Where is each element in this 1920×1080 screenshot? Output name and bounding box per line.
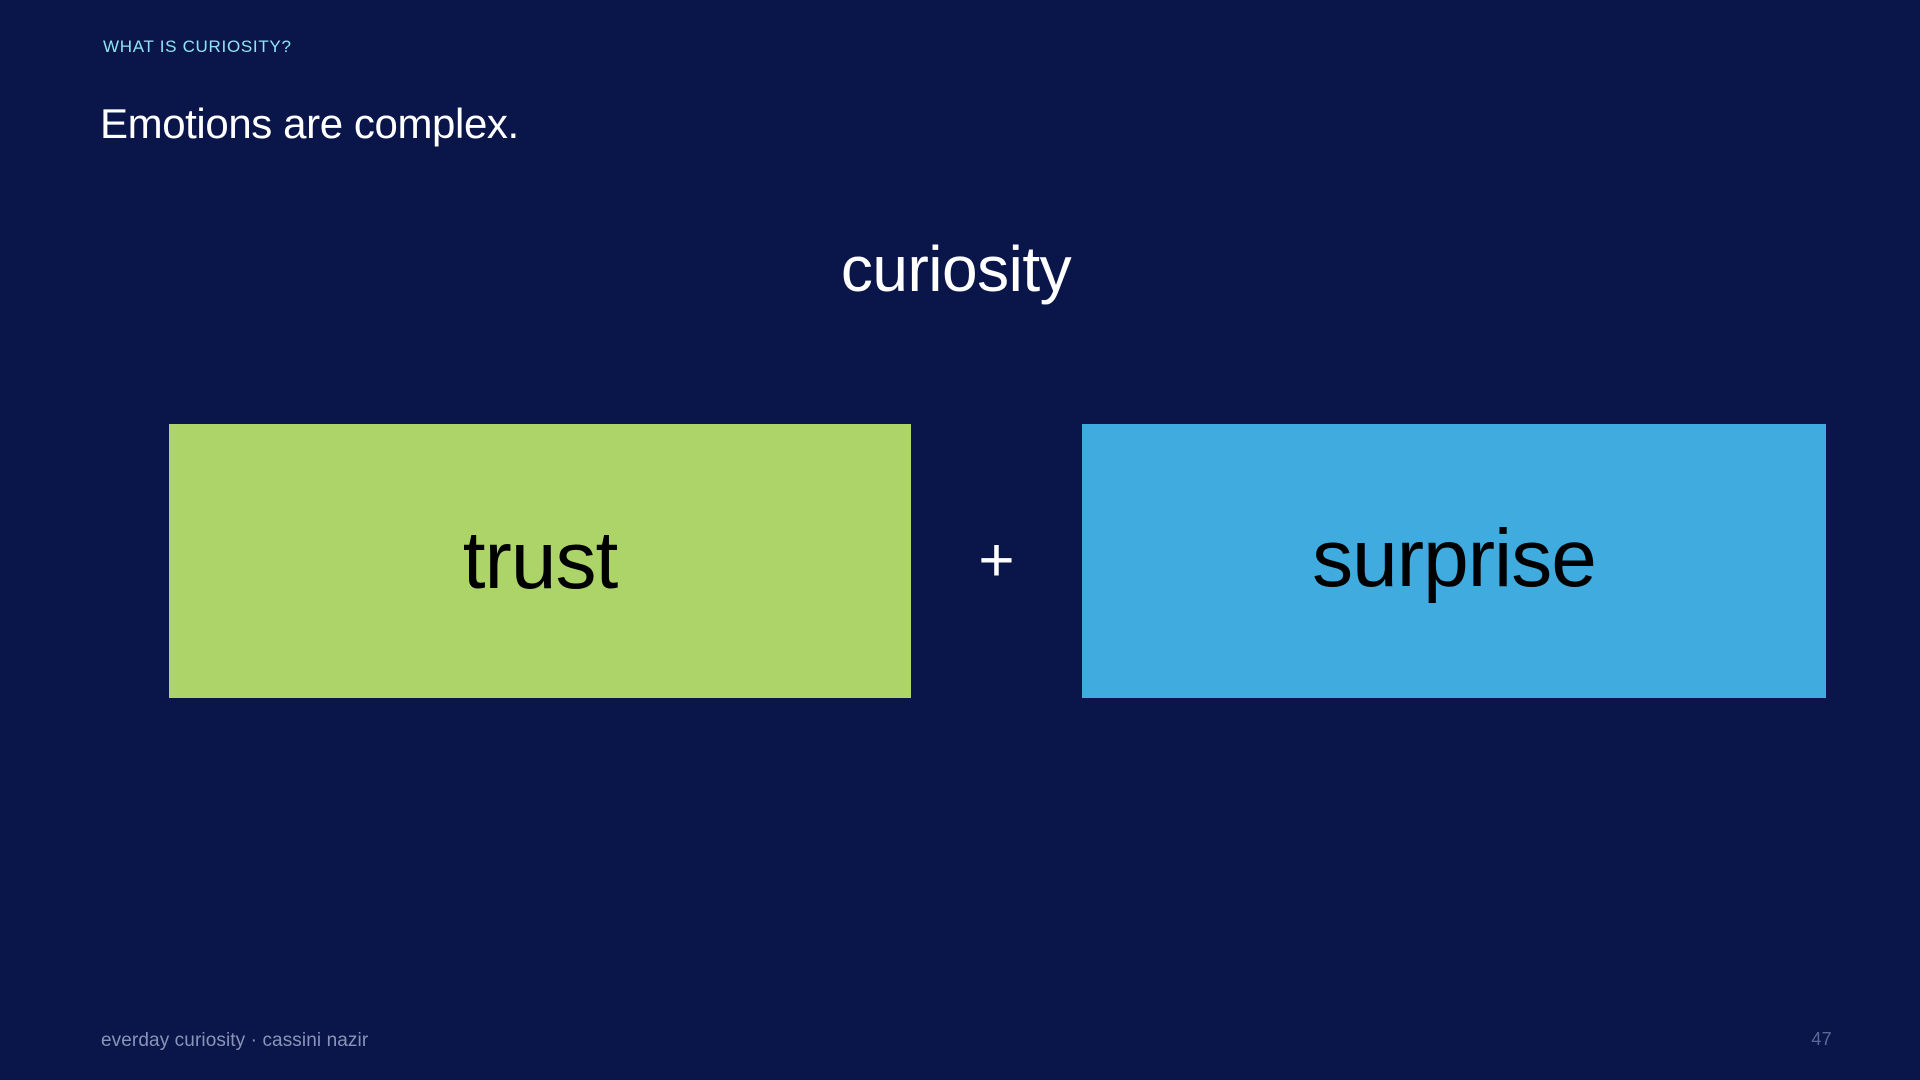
equation-term-trust: trust [169,424,911,698]
page-title: Emotions are complex. [100,100,519,148]
equation-result-label: curiosity [840,233,1072,305]
equation-result: curiosity [0,237,1920,301]
equation-term-surprise: surprise [1082,424,1826,698]
slide-eyebrow: WHAT IS CURIOSITY? [103,37,292,56]
equation-operator-plus: + [978,526,1015,595]
footer-credit: everday curiosity · cassini nazir [101,1030,369,1051]
equation-term-trust-label: trust [462,515,618,606]
equation-term-surprise-label: surprise [1312,513,1597,604]
page-number: 47 [1811,1029,1832,1049]
